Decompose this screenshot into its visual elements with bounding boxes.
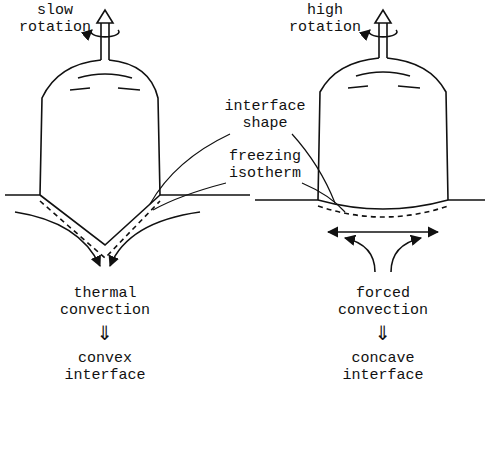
- annotation-label: forced convection: [328, 285, 438, 319]
- annotation-label: convex interface: [50, 350, 160, 384]
- annotation-label: slow rotation: [8, 2, 103, 36]
- annotation-label: high rotation: [278, 2, 373, 36]
- annotation-label: thermal convection: [50, 285, 160, 319]
- annotation-label: freezing isotherm: [218, 148, 313, 182]
- annotation-label: concave interface: [328, 350, 438, 384]
- annotation-label: interface shape: [215, 98, 315, 132]
- flow-arrow-symbol: ⇓: [90, 322, 120, 344]
- flow-arrow-symbol: ⇓: [368, 322, 398, 344]
